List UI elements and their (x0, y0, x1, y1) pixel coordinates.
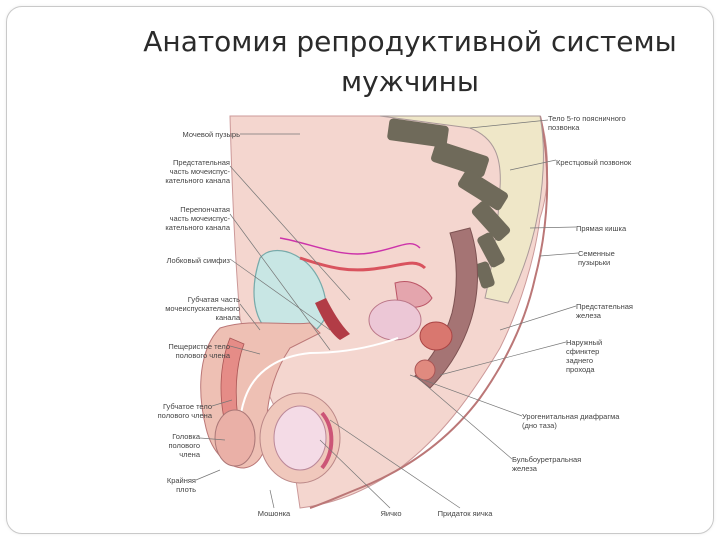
title-line-1: Анатомия репродуктивной системы (143, 25, 677, 58)
bulbourethral-gland (414, 359, 436, 381)
label-scrotum: Мошонка (257, 509, 291, 518)
vertebra-2 (431, 140, 489, 178)
vertebrae-blocks (387, 118, 511, 289)
vertebra-3 (458, 169, 508, 211)
label-bladder: Мочевой пузырь (182, 130, 240, 139)
label-glans: Головка полового члена (168, 432, 200, 459)
label-corpus-spongiosum: Губчатое тело полового члена (157, 402, 212, 420)
label-vertebra: Тело 5-го поясничного позвонка (548, 114, 626, 132)
label-epididymis: Придаток яичка (437, 509, 493, 518)
label-ejaculatory-duct: Наружный сфинктер заднего прохода (566, 338, 603, 374)
title-line-2: мужчины (340, 65, 480, 98)
label-pubic-symphysis: Лобковый симфиз (166, 256, 230, 265)
label-rectum: Прямая кишка (576, 224, 627, 233)
label-urogenital-diaphragm: Урогенитальная диафрагма (дно таза) (522, 412, 620, 430)
label-testis: Яичко (380, 509, 402, 518)
label-prostatic-urethra: Предстательная часть мочеиспус- кательно… (165, 158, 230, 185)
vertebra-5 (477, 232, 505, 268)
anal-sphincter (419, 321, 453, 351)
label-membranous-urethra: Перепончатая часть мочеиспус- кательного… (165, 205, 230, 232)
testis (273, 405, 327, 471)
slide-title: Анатомия репродуктивной системы мужчины (110, 22, 710, 102)
vertebra-4 (471, 201, 511, 241)
prostate (368, 299, 422, 341)
vertebra-6 (475, 261, 495, 289)
label-seminal-vesicle: Семенные пузырьки (578, 249, 615, 267)
label-spongy-urethra: Губчатая часть мочеиспускательного канал… (165, 295, 240, 322)
vertebra-1 (387, 118, 449, 148)
glans (214, 409, 256, 467)
label-bulbourethral-gland: Бульбоуретральная железа (512, 455, 582, 473)
label-sacrum: Крестцовый позвонок (556, 158, 632, 167)
label-corpus-cavernosum: Пещеристое тело полового члена (168, 342, 230, 360)
label-prostate: Предстательная железа (576, 302, 633, 320)
label-foreskin: Крайняя плоть (166, 476, 196, 494)
